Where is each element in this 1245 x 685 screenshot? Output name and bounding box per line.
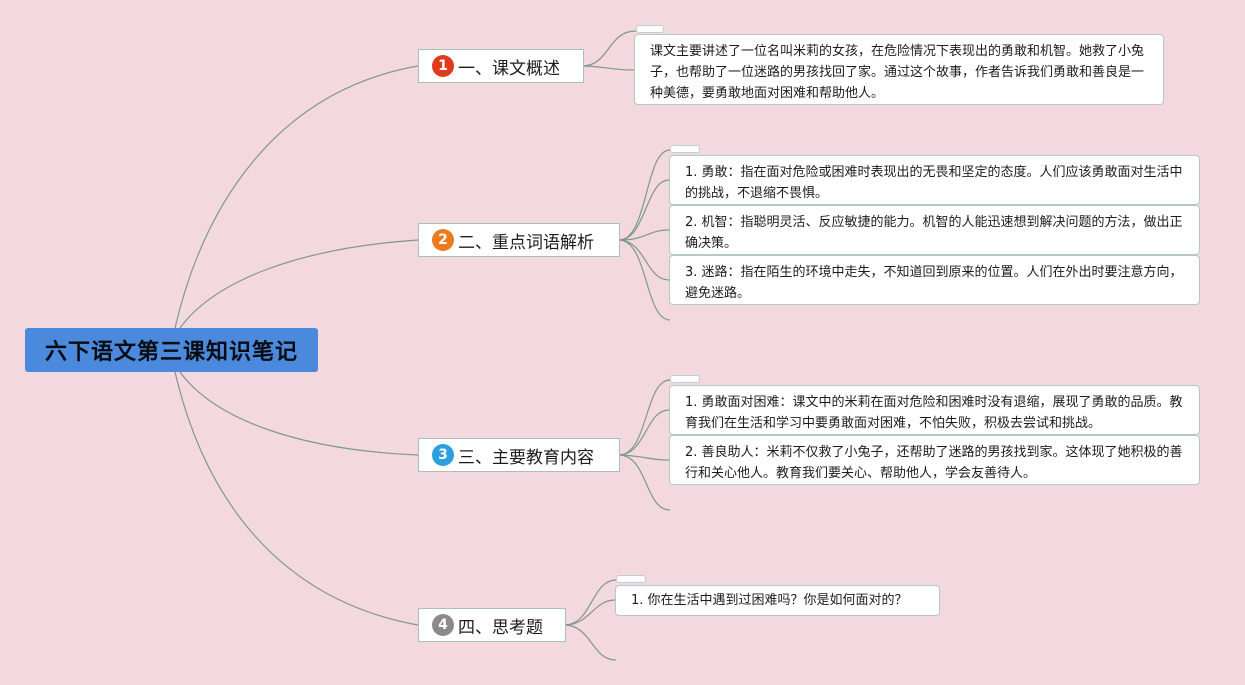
collapse-tab[interactable] xyxy=(616,575,646,583)
connector-b2-tag xyxy=(619,149,671,241)
connector-root-b3 xyxy=(179,371,419,456)
leaf-text: 1. 勇敢面对困难：课文中的米莉在面对危险和困难时没有退缩，展现了勇敢的品质。教… xyxy=(685,395,1183,431)
root-title: 六下语文第三课知识笔记 xyxy=(44,340,298,365)
leaf-education-courage[interactable]: 1. 勇敢面对困难：课文中的米莉在面对危险和困难时没有退缩，展现了勇敢的品质。教… xyxy=(669,385,1200,435)
branch-label: 二、重点词语解析 xyxy=(458,232,594,253)
connector-root-b1 xyxy=(174,65,419,329)
branch-label: 一、课文概述 xyxy=(458,58,560,79)
leaf-vocab-lost[interactable]: 3. 迷路：指在陌生的环境中走失，不知道回到原来的位置。人们在外出时要注意方向，… xyxy=(669,255,1200,305)
root-topic[interactable]: 六下语文第三课知识笔记 xyxy=(25,328,318,372)
leaf-text: 2. 机智：指聪明灵活、反应敏捷的能力。机智的人能迅速想到解决问题的方法，做出正… xyxy=(685,215,1183,251)
branch-label: 三、主要教育内容 xyxy=(458,447,594,468)
connector-b1-leaf xyxy=(583,65,635,71)
collapse-tab[interactable] xyxy=(636,25,664,33)
number-badge-icon: 4 xyxy=(432,614,454,636)
number-badge-icon: 3 xyxy=(432,444,454,466)
connector-b3-tail xyxy=(619,454,671,511)
branch-overview[interactable]: 1 一、课文概述 xyxy=(418,49,584,83)
connector-root-b4 xyxy=(174,371,419,626)
leaf-overview[interactable]: 课文主要讲述了一位名叫米莉的女孩，在危险情况下表现出的勇敢和机智。她救了小兔子，… xyxy=(634,34,1164,105)
connector-group xyxy=(174,30,671,661)
connector-b4-tag xyxy=(565,579,617,626)
leaf-text: 1. 勇敢：指在面对危险或困难时表现出的无畏和坚定的态度。人们应该勇敢面对生活中… xyxy=(685,165,1183,201)
connector-b2-leaf2 xyxy=(619,229,670,241)
leaf-question[interactable]: 1. 你在生活中遇到过困难吗？你是如何面对的？ xyxy=(615,585,940,616)
connector-b1-tag xyxy=(583,30,637,67)
connector-b2-leaf3 xyxy=(619,239,670,281)
leaf-text: 课文主要讲述了一位名叫米莉的女孩，在危险情况下表现出的勇敢和机智。她救了小兔子，… xyxy=(650,44,1145,101)
branch-label: 四、思考题 xyxy=(458,617,543,638)
leaf-text: 3. 迷路：指在陌生的环境中走失，不知道回到原来的位置。人们在外出时要注意方向，… xyxy=(685,265,1183,301)
leaf-vocab-bravery[interactable]: 1. 勇敢：指在面对危险或困难时表现出的无畏和坚定的态度。人们应该勇敢面对生活中… xyxy=(669,155,1200,205)
collapse-tab[interactable] xyxy=(670,375,700,383)
branch-questions[interactable]: 4 四、思考题 xyxy=(418,608,566,642)
leaf-text: 2. 善良助人：米莉不仅救了小兔子，还帮助了迷路的男孩找到家。这体现了她积极的善… xyxy=(685,445,1183,481)
branch-education[interactable]: 3 三、主要教育内容 xyxy=(418,438,620,472)
number-badge-icon: 2 xyxy=(432,229,454,251)
leaf-education-kindness[interactable]: 2. 善良助人：米莉不仅救了小兔子，还帮助了迷路的男孩找到家。这体现了她积极的善… xyxy=(669,435,1200,485)
connector-root-b2 xyxy=(179,239,419,329)
leaf-text: 1. 你在生活中遇到过困难吗？你是如何面对的？ xyxy=(631,593,908,608)
number-badge-icon: 1 xyxy=(432,55,454,77)
connector-b4-leaf xyxy=(565,599,616,626)
leaf-vocab-wit[interactable]: 2. 机智：指聪明灵活、反应敏捷的能力。机智的人能迅速想到解决问题的方法，做出正… xyxy=(669,205,1200,255)
connector-b2-tail xyxy=(619,239,671,321)
connector-b3-leaf1 xyxy=(619,409,670,456)
connector-b3-tag xyxy=(619,379,671,456)
branch-vocabulary[interactable]: 2 二、重点词语解析 xyxy=(418,223,620,257)
collapse-tab[interactable] xyxy=(670,145,700,153)
connector-b4-tail xyxy=(565,624,617,661)
connector-b3-leaf2 xyxy=(619,454,670,461)
connector-b2-leaf1 xyxy=(619,179,670,241)
